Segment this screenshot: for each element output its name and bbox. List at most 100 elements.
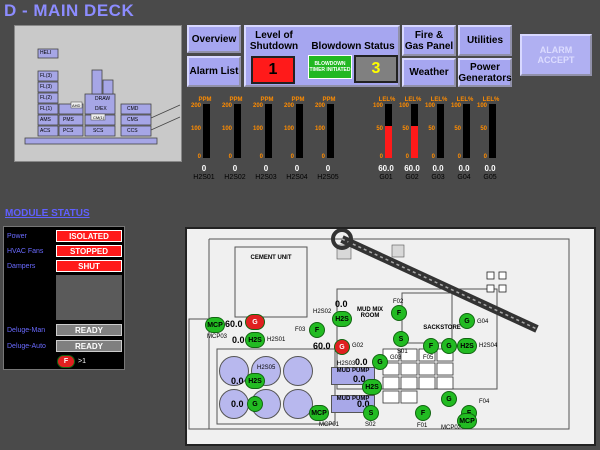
s01-detector[interactable]: S [393,331,409,347]
power-label: Power [7,233,27,240]
h2s01-detector[interactable]: H2S [245,332,265,348]
h2s-gauge-max: 200 [221,103,232,109]
weather-button[interactable]: Weather [402,58,456,87]
overview-label: CMD [127,106,139,112]
lel-gauge-value: 60.0 [378,164,394,173]
g03-detector[interactable]: G [372,354,388,370]
mcp01-detector[interactable]: MCP [309,405,329,421]
g02-tag: G02 [352,343,364,349]
mcp02-tag: MCP02 [441,425,462,431]
h2s-gauge-min: 0 [197,154,201,160]
mcp03-detector[interactable]: MCP [205,317,225,333]
reading-g06: 0.0 [231,399,244,409]
h2s-gauge-tag: H2S02 [224,174,246,181]
f04-tag: F04 [479,399,490,405]
h2s-gauge-value: 0 [232,164,238,173]
lel-gauge-fill [385,125,392,158]
fire-gas-panel-button[interactable]: Fire & Gas Panel [402,25,456,56]
f05-detector[interactable]: F [423,338,439,354]
reading-h2s05: 0.0 [231,376,244,386]
g06-detector[interactable]: G [247,396,263,412]
alarm-list-button[interactable]: Alarm List [187,56,241,87]
blowdown-status-label: Blowdown Status [311,41,395,52]
g04-detector[interactable]: G [459,313,475,329]
lel-gauge-bar [437,104,444,158]
lel-gauge-tag: G02 [405,174,419,181]
overview-label: AHD [72,103,81,108]
lel-gauge-tag: G04 [457,174,471,181]
g03-tag: G03 [390,355,402,361]
h2s04-tag: H2S04 [479,343,498,349]
overview-label: ACS [40,128,51,134]
h2s-gauge-tag: H2S05 [317,174,339,181]
mud-mix-room: MUD MIX ROOM [357,307,383,319]
deluge-auto-state: READY [56,340,122,352]
deck-overview-diagram[interactable]: HELI FL(3) FL(3) FL(2) FL(1) AHD DRAW D/… [14,25,182,162]
overview-label: AMS [40,117,51,123]
h2s-gauge-min: 0 [259,154,263,160]
tank [283,389,313,419]
h2s-gauge-bar [203,104,210,158]
tank [283,356,313,386]
g02-detector[interactable]: G [334,339,350,355]
h2s-gauge-tag: H2S03 [255,174,277,181]
deck-overview-drawing [24,48,181,145]
dampers-label: Dampers [7,263,36,270]
lel-gauge-mid: 50 [454,126,461,132]
overview-label: FL(2) [40,95,52,101]
overview-label: DRAW [95,96,111,102]
module-status-panel: Power ISOLATED HVAC Fans STOPPED Dampers… [3,226,125,370]
lel-gauge-bar [385,104,392,158]
overview-label: FL(3) [40,84,52,90]
g01-detector[interactable]: G [245,314,265,330]
g07-detector[interactable]: G [441,391,457,407]
lel-gauge-value: 0.0 [484,164,496,173]
h2s04-detector[interactable]: H2S [457,338,477,354]
h2s-gauge-value: 0 [294,164,300,173]
lel-gauge-tag: G05 [483,174,497,181]
deck-plan[interactable]: CEMENT UNIT MUD MIX ROOM SACKSTORE MUD P… [185,227,596,446]
tank [219,356,249,386]
h2s-gauge-min: 0 [228,154,232,160]
s02-detector[interactable]: S [363,405,379,421]
h2s03-tag: H2S03 [337,361,356,367]
h2s-gauge-value: 0 [263,164,269,173]
lel-gauge-max: 100 [424,103,435,109]
dampers-state: SHUT [56,260,122,272]
mcp03-tag: MCP03 [207,334,228,340]
fire-count: >1 [78,358,86,365]
overview-button[interactable]: Overview [187,25,241,53]
s01-tag: S01 [397,349,408,355]
h2s-gauge-max: 200 [252,103,263,109]
mcp02-detector[interactable]: MCP [457,413,477,429]
reading-h2s01: 0.0 [232,335,245,345]
alarm-accept-button[interactable]: ALARM ACCEPT [520,34,592,76]
f01-detector[interactable]: F [415,405,431,421]
lel-gauge-value: 60.0 [404,164,420,173]
power-generators-button[interactable]: Power Generators [458,58,512,87]
f02-detector[interactable]: F [391,305,407,321]
h2s-gauge-unit: PPM [198,97,212,103]
lel-gauge-mid: 50 [402,126,409,132]
lel-gauge-value: 0.0 [432,164,444,173]
h2s-gauge-tag: H2S04 [286,174,308,181]
h2s02-detector[interactable]: H2S [332,311,352,327]
mcp01-tag: MCP01 [319,422,340,428]
overview-label: CCS [127,128,138,134]
h2s-gauge-bar [327,104,334,158]
overview-label: PMS [63,117,74,123]
reading-h2s02: 0.0 [335,299,348,309]
reading-h2s03-a: 0.0 [353,374,366,384]
f03-detector[interactable]: F [309,322,325,338]
deck-plan-drawing [188,229,570,430]
f03-tag: F03 [295,327,306,333]
h2s03-detector[interactable]: H2S [362,379,382,395]
utilities-button[interactable]: Utilities [458,25,512,56]
h2s05-detector[interactable]: H2S [245,373,265,389]
reading-g02: 60.0 [313,341,331,351]
g05-detector[interactable]: G [441,338,457,354]
cement-unit: CEMENT UNIT [250,255,292,261]
reading-g01: 60.0 [225,319,243,329]
lel-gauge-unit: LEL% [378,97,396,103]
h2s-gauge-min: 0 [321,154,325,160]
